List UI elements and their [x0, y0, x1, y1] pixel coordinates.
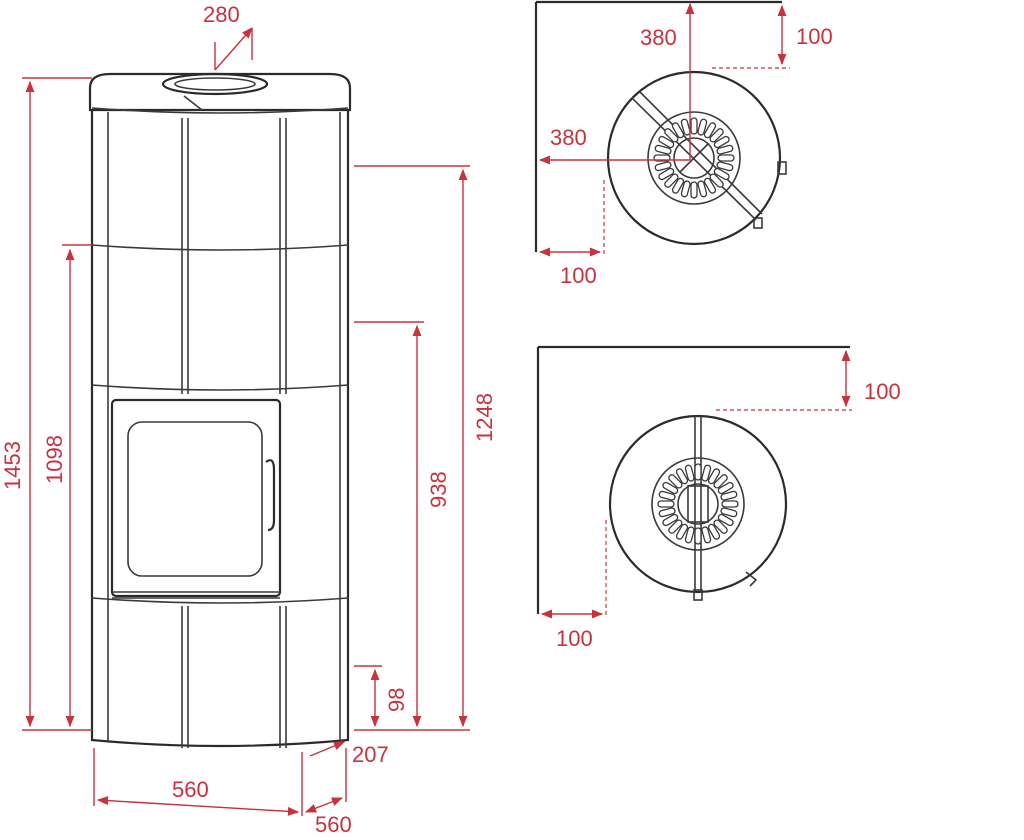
grille-icon-top	[647, 111, 741, 205]
dim-side-207: 207	[352, 742, 389, 767]
dim-height-938: 938	[426, 471, 451, 508]
door-glass	[127, 421, 263, 577]
plan-view-corner-alt: 100 100	[536, 345, 901, 651]
stove-circle-bottom	[608, 414, 788, 594]
stove-body	[90, 110, 350, 748]
top-grille	[161, 72, 269, 96]
dim-plan-center-y: 380	[640, 25, 677, 50]
grille-icon-bottom	[651, 457, 745, 551]
stove-front-view	[88, 72, 352, 748]
stove-top-cap	[88, 72, 352, 112]
dim-width-side: 560	[315, 812, 352, 837]
front-dimensions: 280 1453 1098 1248 938 98 207 560	[0, 2, 497, 837]
stove-door	[110, 398, 282, 598]
dim-plan-wall-left: 100	[560, 263, 597, 288]
dim-plan-wall-top: 100	[796, 24, 833, 49]
dim-base-98: 98	[384, 688, 409, 712]
dim-width-front: 560	[172, 777, 209, 802]
dim-plan2-wall-top: 100	[864, 379, 901, 404]
dim-height-1098: 1098	[42, 435, 67, 484]
dim-plan-center-x: 380	[550, 125, 587, 150]
door-handle-icon	[265, 459, 276, 532]
dim-height-1248: 1248	[472, 393, 497, 442]
stove-circle-top	[606, 70, 782, 246]
dim-top-opening: 280	[203, 2, 240, 27]
dim-plan2-wall-left: 100	[556, 626, 593, 651]
dim-total-height: 1453	[0, 441, 25, 490]
plan-view-corner: 380 380 100 100	[534, 0, 833, 288]
